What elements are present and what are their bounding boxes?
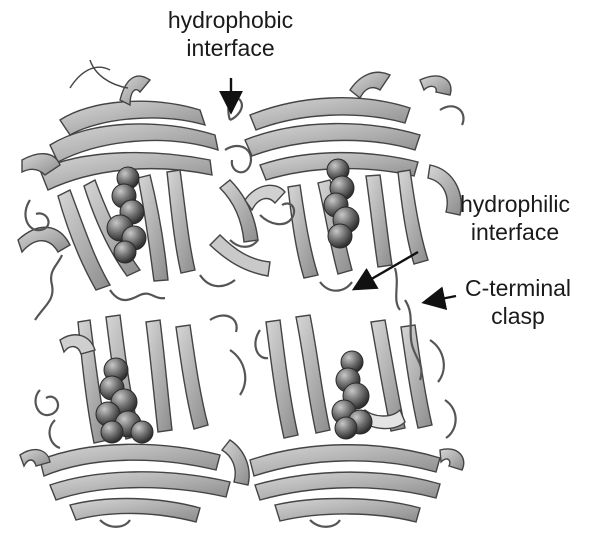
label-line: hydrophilic <box>440 190 590 218</box>
ligand-spheres-lower-right <box>332 351 372 439</box>
label-hydrophilic-interface: hydrophilic interface <box>440 190 590 246</box>
label-line: interface <box>118 34 343 62</box>
ligand-spheres-upper-right <box>324 159 359 248</box>
label-line: hydrophobic <box>118 6 343 34</box>
label-line: interface <box>440 218 590 246</box>
label-line: clasp <box>446 302 590 330</box>
label-line: C-terminal <box>446 274 590 302</box>
label-c-terminal-clasp: C-terminal clasp <box>446 274 590 330</box>
label-hydrophobic-interface: hydrophobic interface <box>118 6 343 62</box>
ligand-spheres-lower-left <box>96 358 153 443</box>
domain-upper-right <box>245 72 461 278</box>
